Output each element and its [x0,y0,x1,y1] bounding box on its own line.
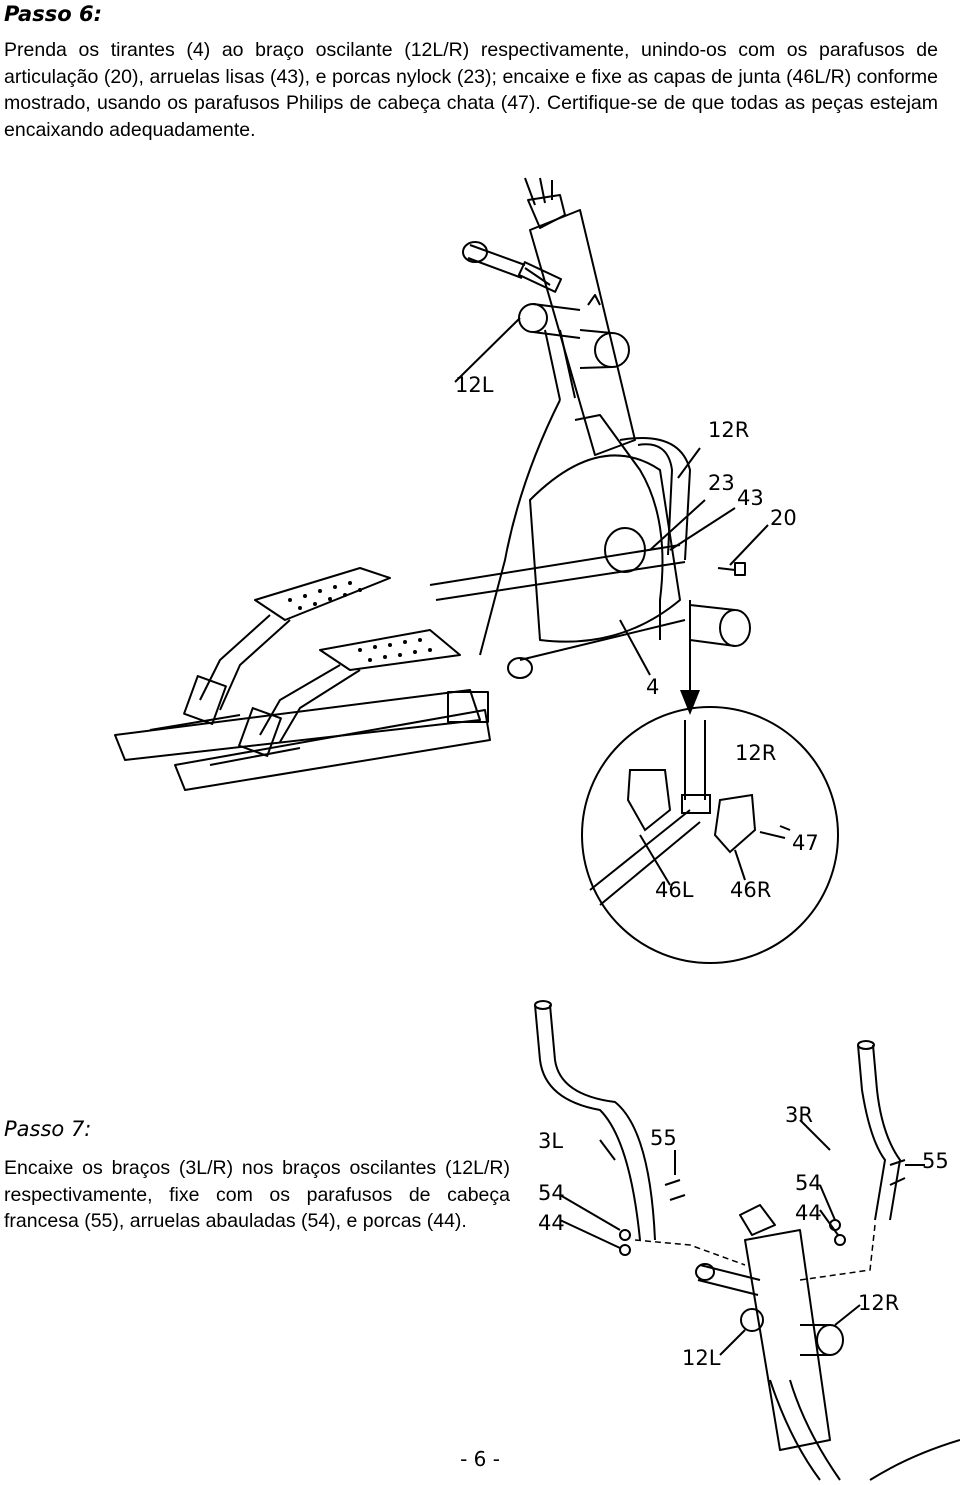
label-44-right: 44 [795,1201,822,1225]
label-44-left: 44 [538,1211,565,1235]
detail-label-47: 47 [792,831,819,855]
page-number: - 6 - [460,1447,500,1471]
label-3L: 3L [538,1129,563,1153]
step7-heading: Passo 7: [4,1117,92,1141]
label-55-left: 55 [650,1126,677,1150]
label-12L-step7: 12L [682,1346,721,1370]
label-54-left: 54 [538,1181,565,1205]
label-23: 23 [708,471,735,495]
label-55-right: 55 [922,1149,949,1173]
detail-label-12R: 12R [735,741,776,765]
label-12L: 12L [455,373,494,397]
step6-heading: Passo 6: [4,2,102,26]
label-20: 20 [770,506,797,530]
label-3R: 3R [785,1103,813,1127]
label-12R-step7: 12R [858,1291,899,1315]
label-12R: 12R [708,418,749,442]
detail-label-46L: 46L [655,878,694,902]
step6-instructions: Prenda os tirantes (4) ao braço oscilant… [4,39,938,141]
step6-assembly-diagram: 12L 12R 23 43 20 4 12R 47 46L 46R [114,177,839,964]
label-54-right: 54 [795,1171,822,1195]
step7-assembly-diagram: 3L 55 54 44 3R 55 54 44 12R 12L [534,1000,960,1481]
label-4: 4 [646,675,659,699]
label-43: 43 [737,486,764,510]
detail-label-46R: 46R [730,878,771,902]
step7-instructions: Encaixe os braços (3L/R) nos braços osci… [4,1157,510,1232]
